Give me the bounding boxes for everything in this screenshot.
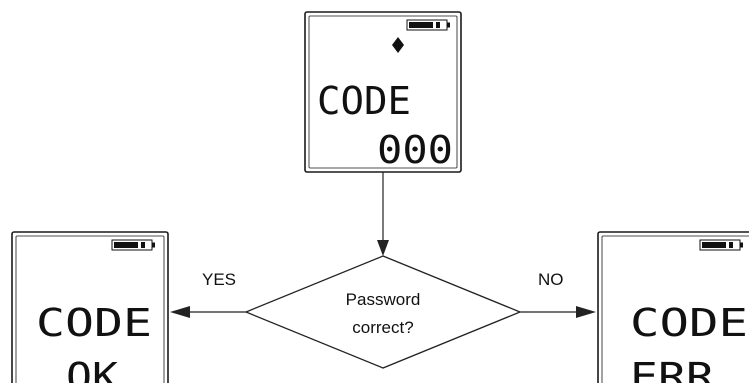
right-lcd-display: CODE ERR	[597, 231, 749, 383]
no-branch: NO	[520, 270, 596, 318]
arrow-right-icon	[576, 306, 596, 318]
right-lcd-line1: CODE	[630, 301, 748, 345]
diamond-icon	[392, 37, 404, 53]
left-lcd-display: CODE OK	[11, 231, 169, 383]
arrow-left-icon	[170, 306, 190, 318]
decision-text-line1: Password	[346, 290, 421, 309]
left-lcd-line1: CODE	[36, 301, 152, 345]
yes-branch: YES	[170, 270, 246, 318]
left-lcd-line2: OK	[66, 355, 118, 383]
arrow-down-icon	[377, 240, 389, 256]
top-lcd-line1: CODE	[317, 79, 411, 123]
top-lcd-line2: 000	[377, 128, 453, 172]
battery-icon	[699, 239, 743, 251]
decision-node: Password correct?	[244, 255, 522, 369]
top-lcd-display: CODE 000	[304, 11, 462, 173]
battery-icon	[406, 19, 450, 31]
yes-label: YES	[202, 270, 236, 289]
battery-icon	[111, 239, 155, 251]
decision-text-line2: correct?	[352, 318, 413, 337]
connector-down	[377, 172, 389, 256]
right-lcd-line2: ERR	[630, 355, 714, 383]
no-label: NO	[538, 270, 564, 289]
